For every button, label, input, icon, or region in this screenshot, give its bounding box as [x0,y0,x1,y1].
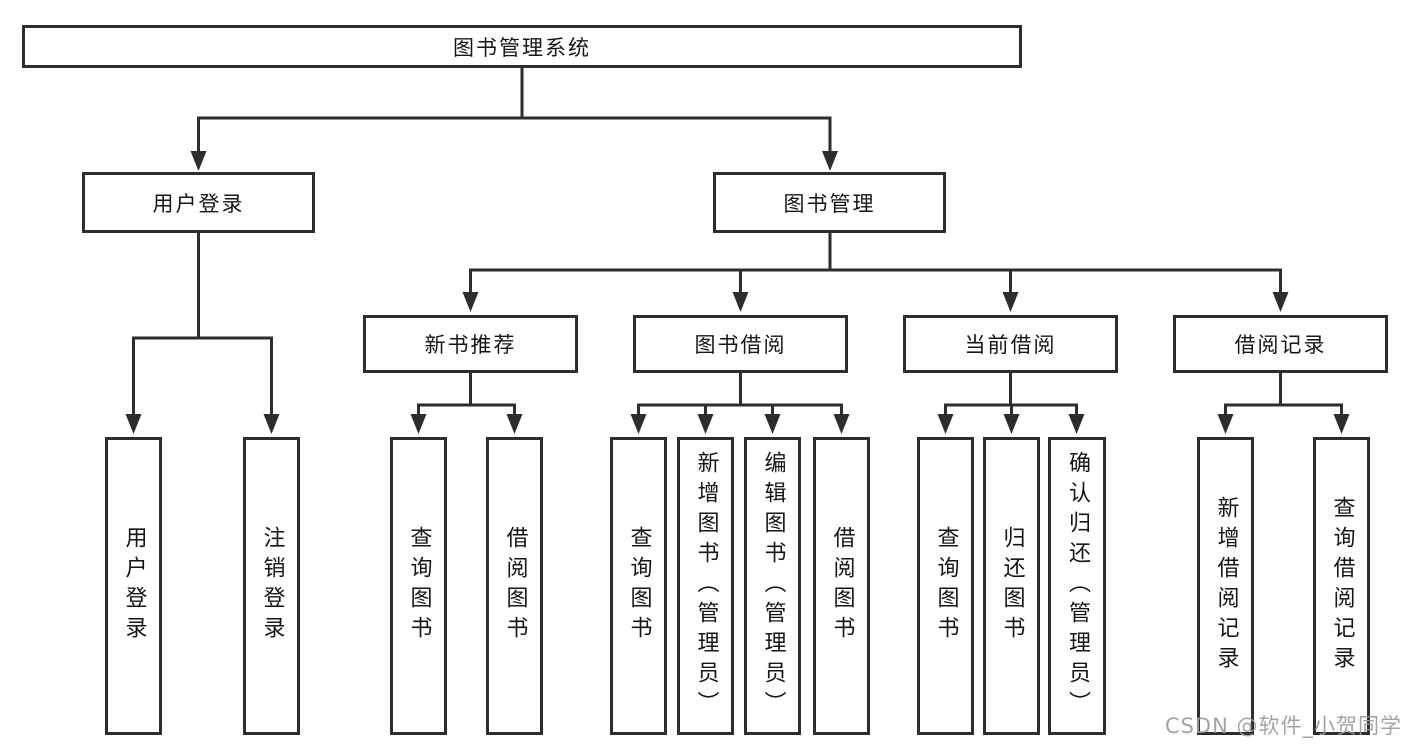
wire-new-book-rec-branch [417,371,516,417]
wire-user-login-branch [132,231,273,417]
wire-current-borrow-branch [944,371,1078,417]
arrowhead-down-icon [1002,292,1019,312]
arrowhead-down-icon [125,414,142,434]
leaf-borrow-add-books-admin: 新增图书（管理员） [677,437,734,735]
leaf-records-query-borrow-record: 查询借阅记录 [1313,437,1370,735]
leaf-userlogin-logout: 注销登录 [243,437,300,735]
arrowhead-down-icon [630,414,647,434]
arrowhead-down-icon [1068,414,1085,434]
node-user-login: 用户登录 [82,172,315,233]
arrowhead-down-icon [937,414,954,434]
wire-book-borrow-branch [637,371,843,417]
arrowhead-down-icon [506,414,523,434]
leaf-rec-query-books: 查询图书 [390,437,447,735]
arrowhead-down-icon [1217,414,1234,434]
leaf-userlogin-login: 用户登录 [105,437,162,735]
node-borrow-records: 借阅记录 [1173,315,1388,373]
arrowhead-down-icon [190,151,207,171]
node-new-book-rec: 新书推荐 [363,315,578,373]
arrowhead-down-icon [697,414,714,434]
arrowhead-down-icon [732,292,749,312]
leaf-current-return-books: 归还图书 [983,437,1040,735]
arrowhead-down-icon [764,414,781,434]
leaf-records-add-borrow-record: 新增借阅记录 [1197,437,1254,735]
leaf-borrow-borrow-books: 借阅图书 [813,437,870,735]
arrowhead-down-icon [833,414,850,434]
csdn-watermark: CSDN @软件_小贺同学 [1164,714,1402,738]
arrowhead-down-icon [263,414,280,434]
wire-book-mgmt-to-level3 [469,231,1282,294]
leaf-current-query-books: 查询图书 [917,437,974,735]
leaf-current-confirm-return-admin: 确认归还（管理员） [1048,437,1106,735]
node-book-mgmt: 图书管理 [713,172,946,233]
arrowhead-down-icon [1272,292,1289,312]
wire-borrow-records-branch [1224,371,1343,417]
node-root: 图书管理系统 [22,25,1022,68]
arrowhead-down-icon [822,151,838,171]
arrowhead-down-icon [1333,414,1350,434]
leaf-rec-borrow-books: 借阅图书 [486,437,543,735]
arrowhead-down-icon [1003,414,1020,434]
leaf-borrow-query-books: 查询图书 [610,437,667,735]
leaf-borrow-edit-books-admin: 编辑图书（管理员） [744,437,801,735]
node-current-borrow: 当前借阅 [903,315,1118,373]
node-book-borrow: 图书借阅 [633,315,848,373]
arrowhead-down-icon [410,414,427,434]
wire-root-to-level2 [197,66,832,153]
arrowhead-down-icon [462,292,479,312]
